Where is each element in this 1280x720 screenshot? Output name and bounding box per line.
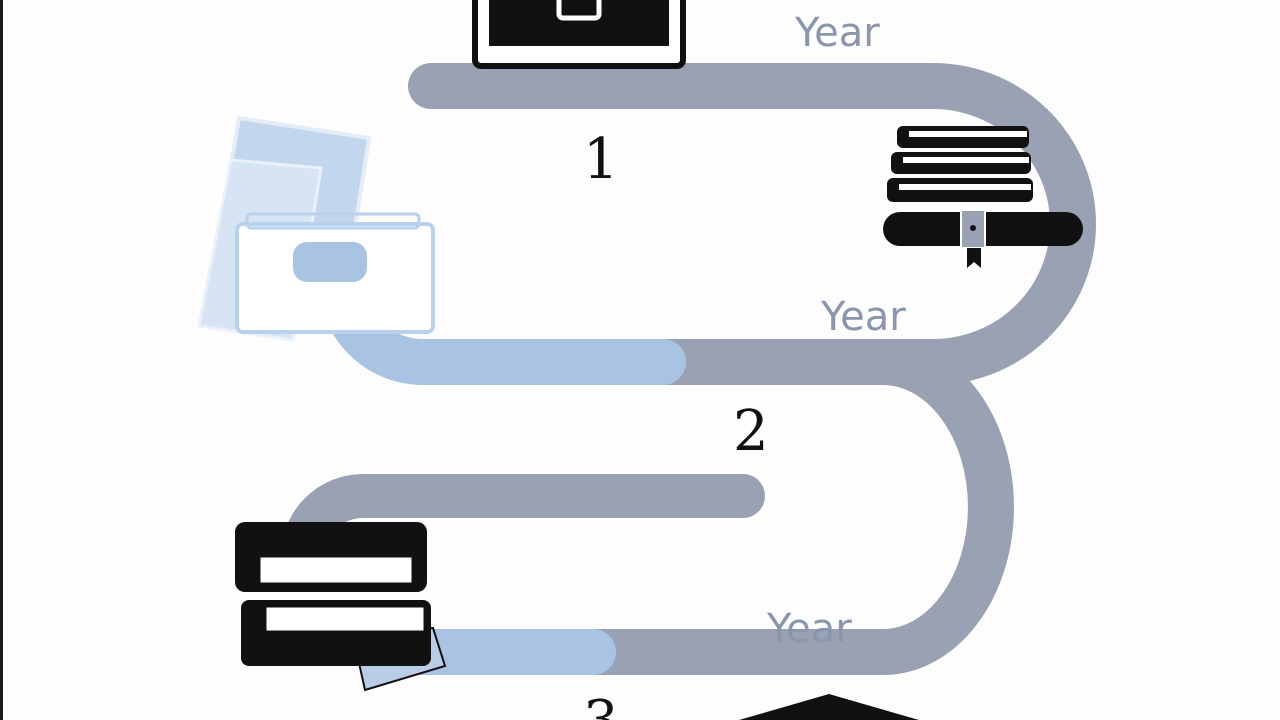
book-stack-icon	[235, 522, 447, 692]
year-label-1: Year	[794, 10, 880, 56]
year-label-3: Year	[766, 606, 852, 652]
year-label-2: Year	[820, 294, 906, 340]
folder-documents-icon	[197, 115, 435, 342]
study-path-diagram: Year Year Year 1 2 3	[197, 0, 1096, 720]
step-number-2: 2	[733, 399, 769, 464]
laptop-icon	[472, 0, 686, 69]
step-number-1: 1	[583, 127, 619, 192]
book-stack-diploma-icon	[883, 126, 1083, 268]
graduation-cap-icon	[739, 694, 919, 720]
path-segment-year-2	[570, 339, 1014, 675]
step-number-3: 3	[583, 689, 619, 720]
